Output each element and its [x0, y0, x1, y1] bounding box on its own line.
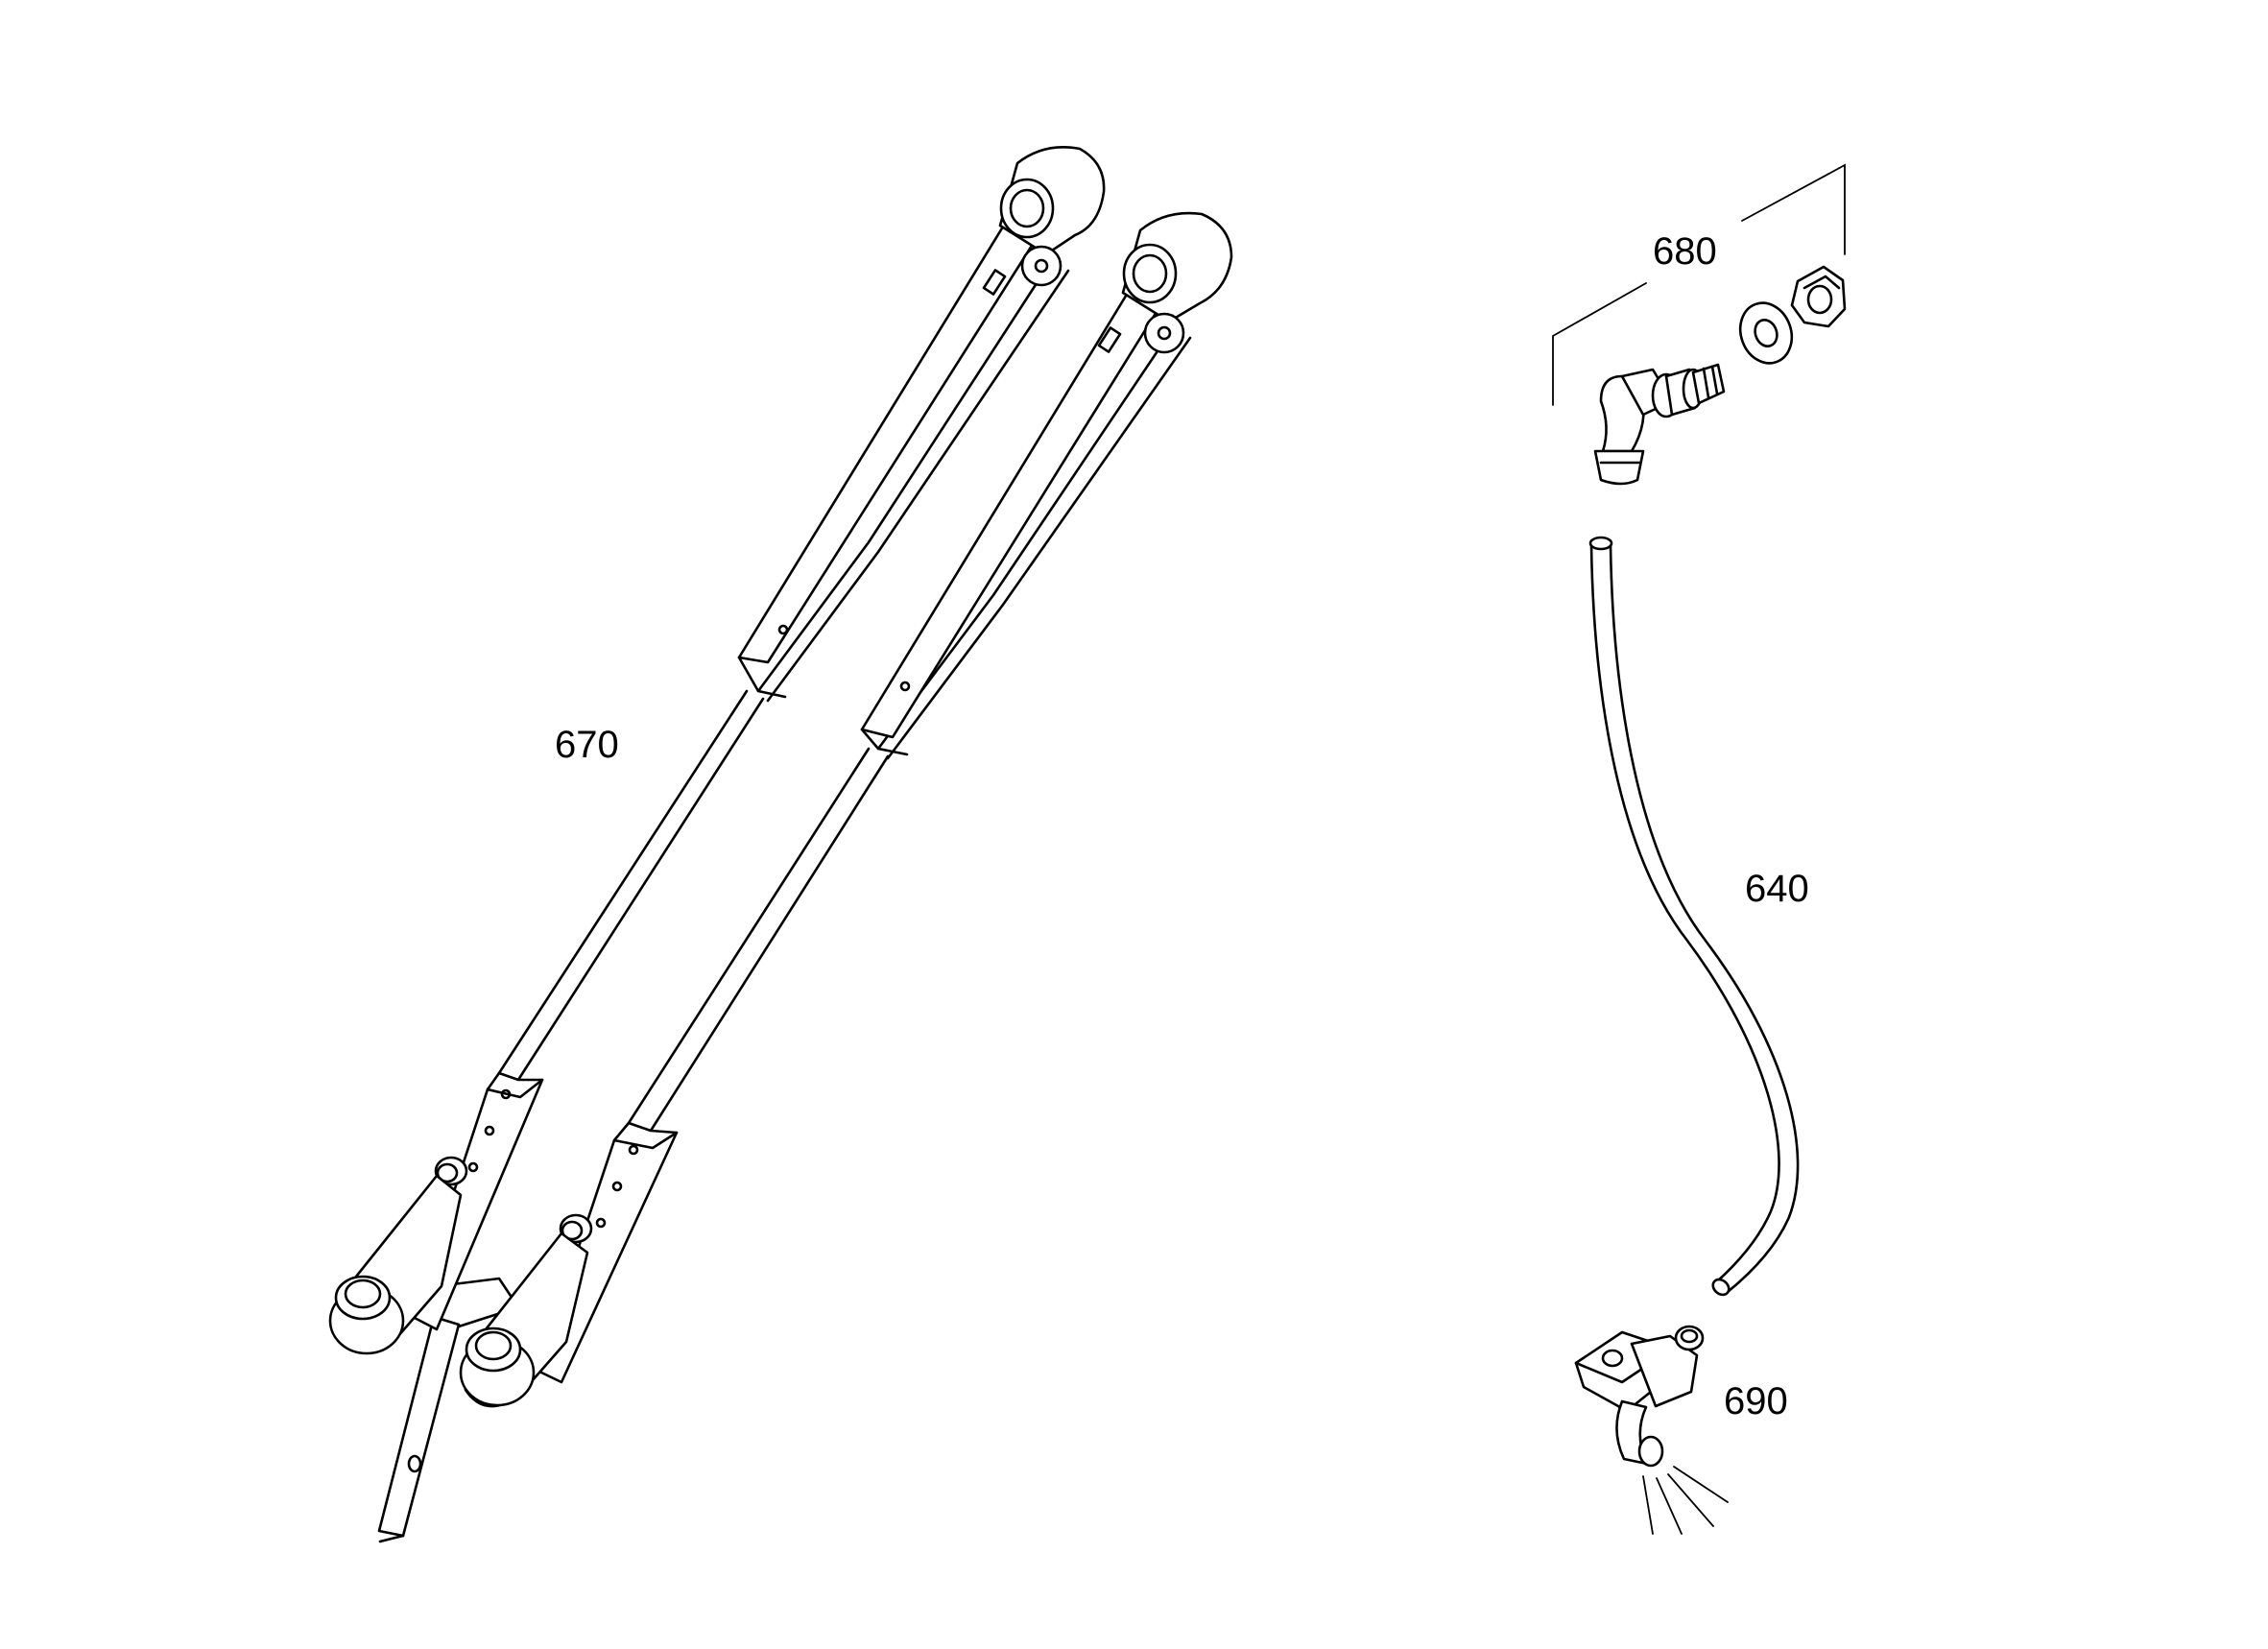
callout-640-hose: 640: [1745, 868, 1809, 910]
hex-nut: [1790, 265, 1847, 328]
elbow-nozzle: [1593, 363, 1726, 486]
nozzle-kit: [1552, 163, 1847, 486]
washer: [1738, 301, 1794, 365]
washer-hose: [1588, 536, 1800, 1297]
callout-670-wiper-arms: 670: [555, 724, 619, 766]
wiper-arm-right: [459, 211, 1233, 1408]
wiper-arm-assembly: [328, 146, 1233, 1543]
callout-690-spray-nozzle: 690: [1724, 1380, 1788, 1422]
callout-680-nozzle-kit: 680: [1653, 230, 1717, 273]
wiper-arm-left: [328, 146, 1106, 1355]
spray-nozzle-assembly: [1574, 1325, 1729, 1535]
